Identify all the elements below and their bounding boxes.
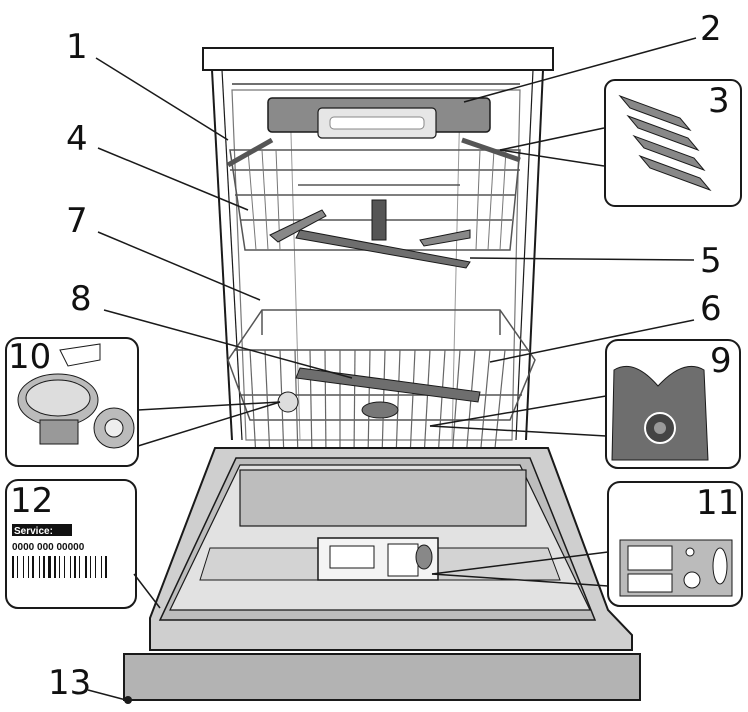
callout-11: 11 bbox=[696, 483, 739, 523]
barcode-bar bbox=[32, 556, 34, 578]
leader-6 bbox=[489, 319, 695, 363]
callout-3: 3 bbox=[708, 81, 730, 121]
callout-12: 12 bbox=[10, 481, 53, 521]
base-panel bbox=[123, 653, 641, 701]
barcode-bar bbox=[17, 556, 18, 578]
leader-10a bbox=[137, 401, 281, 411]
leader-lines bbox=[87, 37, 697, 701]
filter-cap bbox=[277, 391, 299, 413]
service-number: 0000 000 00000 bbox=[12, 542, 85, 553]
leader-9a bbox=[429, 395, 607, 427]
dishwasher-cabinet bbox=[202, 47, 554, 441]
leader-3a bbox=[499, 127, 605, 151]
barcode-bar bbox=[28, 556, 29, 578]
detergent-dispenser bbox=[317, 537, 439, 581]
callout-9: 9 bbox=[710, 341, 732, 381]
barcode-bar bbox=[39, 556, 40, 578]
barcode-bar bbox=[79, 556, 80, 578]
leader-2 bbox=[463, 37, 697, 103]
barcode-bar bbox=[95, 556, 96, 578]
callout-7: 7 bbox=[66, 201, 88, 241]
upper-spray-arm bbox=[269, 199, 471, 269]
inset-dispenser bbox=[607, 481, 743, 607]
leader-13-dot bbox=[124, 696, 132, 704]
barcode-bar bbox=[90, 556, 91, 578]
lower-spray-arm bbox=[277, 367, 481, 419]
inset-service-label bbox=[5, 479, 137, 609]
barcode-bar bbox=[59, 556, 60, 578]
callout-1: 1 bbox=[66, 27, 88, 67]
leader-9b bbox=[429, 425, 607, 437]
right-side-wall bbox=[525, 69, 544, 441]
service-title: Service: bbox=[14, 526, 53, 537]
barcode bbox=[12, 556, 107, 578]
barcode-bar bbox=[12, 556, 14, 578]
door bbox=[123, 447, 641, 701]
leader-12 bbox=[133, 573, 161, 609]
inset-salt-reservoir bbox=[5, 337, 139, 467]
leader-3b bbox=[499, 149, 605, 167]
upper-spray-unit bbox=[267, 97, 491, 139]
callout-2: 2 bbox=[700, 9, 722, 49]
leader-7 bbox=[97, 231, 261, 301]
leader-5 bbox=[469, 257, 695, 261]
barcode-bar bbox=[54, 556, 56, 578]
callout-8: 8 bbox=[70, 279, 92, 319]
barcode-bar bbox=[101, 556, 102, 578]
barcode-bar bbox=[23, 556, 24, 578]
barcode-bar bbox=[85, 556, 87, 578]
upper-rack bbox=[226, 137, 521, 251]
callout-5: 5 bbox=[700, 241, 722, 281]
leader-11a bbox=[431, 551, 609, 575]
leader-10b bbox=[137, 401, 281, 447]
leader-4 bbox=[97, 147, 249, 211]
leader-13 bbox=[87, 689, 127, 701]
barcode-bar bbox=[74, 556, 76, 578]
inset-filter bbox=[605, 339, 741, 469]
barcode-bar bbox=[48, 556, 51, 578]
callout-6: 6 bbox=[700, 289, 722, 329]
leader-1 bbox=[95, 57, 229, 141]
top-worktop bbox=[202, 47, 554, 71]
inset-cutlery-tray bbox=[604, 79, 742, 207]
left-side-wall bbox=[211, 69, 233, 441]
barcode-bar bbox=[43, 556, 45, 578]
barcode-bar bbox=[64, 556, 65, 578]
leader-8 bbox=[103, 309, 353, 379]
callout-10: 10 bbox=[8, 337, 51, 377]
lower-rack bbox=[227, 309, 536, 459]
barcode-bar bbox=[105, 556, 107, 578]
callout-13: 13 bbox=[48, 663, 91, 703]
leader-11b bbox=[431, 573, 609, 587]
barcode-bar bbox=[70, 556, 71, 578]
callout-4: 4 bbox=[66, 119, 88, 159]
